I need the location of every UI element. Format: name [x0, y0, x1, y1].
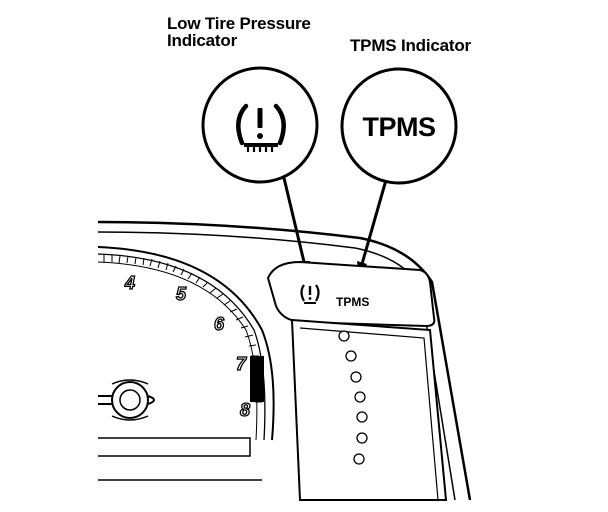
needle-hub: [98, 379, 155, 421]
low-tire-pressure-label-line2: Indicator: [167, 31, 237, 50]
panel-low-pressure-icon: [300, 284, 320, 304]
tachometer: 4 5 6 7 8: [97, 246, 275, 481]
tach-number-8: 8: [240, 400, 250, 420]
fuel-segment: [345, 350, 357, 362]
redline-zone: [250, 356, 264, 402]
fuel-segment: [338, 330, 350, 342]
fuel-segment: [354, 391, 366, 403]
tpms-icon: TPMS: [362, 112, 435, 142]
low-tire-pressure-icon: [236, 103, 286, 152]
low-pressure-pointer: [282, 177, 306, 263]
fuel-segment: [353, 453, 365, 465]
low-tire-pressure-label: Low Tire Pressure: [167, 14, 311, 33]
tach-number-4: 4: [124, 273, 135, 293]
panel-tpms-icon: TPMS: [336, 295, 369, 309]
indicator-panel: TPMS: [266, 260, 436, 328]
fuel-segment: [350, 371, 362, 383]
fuel-segment: [356, 411, 368, 423]
tach-number-6: 6: [214, 314, 225, 334]
tpms-indicator-label: TPMS Indicator: [350, 36, 471, 55]
tach-number-5: 5: [176, 284, 187, 304]
fuel-segment: [356, 432, 368, 444]
instrument-cluster: 4 5 6 7 8: [97, 220, 472, 501]
tach-number-7: 7: [236, 354, 247, 374]
fuel-gauge-panel: [290, 318, 448, 501]
odometer-display: [98, 437, 251, 457]
low-pressure-callout: [201, 66, 319, 184]
tpms-pointer: [360, 179, 388, 265]
tpms-callout: TPMS: [340, 67, 458, 185]
